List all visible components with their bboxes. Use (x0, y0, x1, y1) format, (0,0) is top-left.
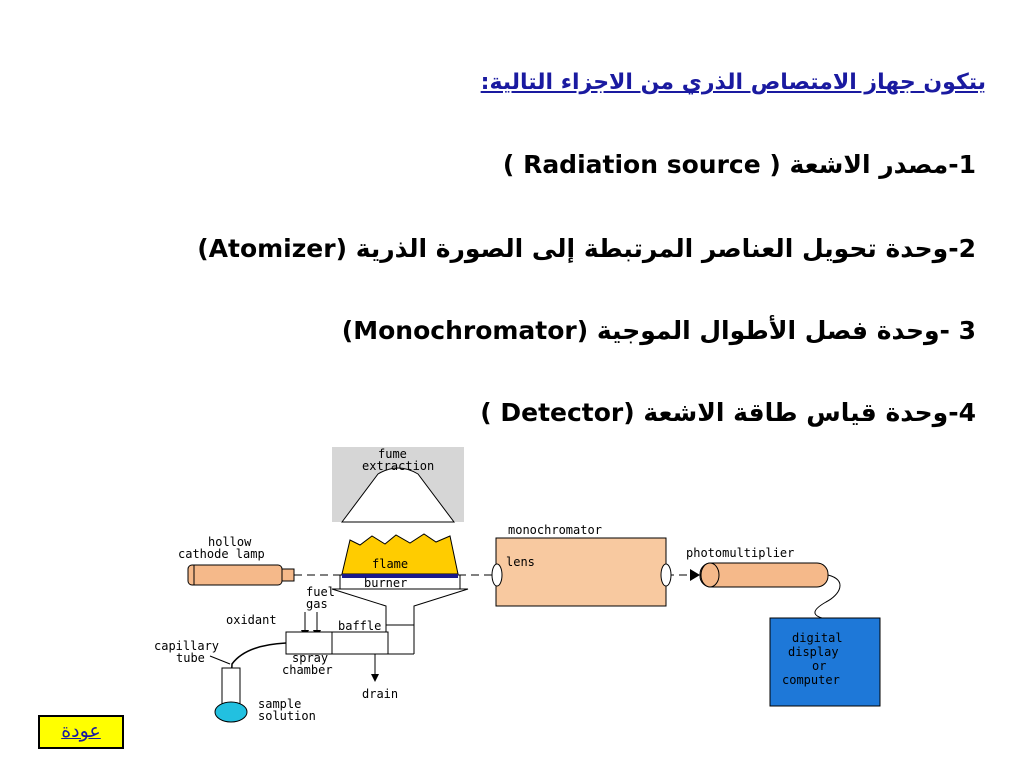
hollow-cathode-lamp (187, 564, 283, 586)
fuel-label-1: fuel (306, 585, 335, 599)
component-item-radiation-source: 1-مصدر الاشعة ( Radiation source ) (502, 150, 976, 179)
sample-vial (214, 701, 248, 723)
flame-shape (341, 533, 459, 575)
fume-label-2b: extraction (362, 459, 434, 473)
display-label-4: computer (782, 673, 840, 687)
oxidant-label: oxidant (226, 613, 277, 627)
burner-slot (342, 574, 458, 578)
capillary-pointer (209, 655, 231, 665)
lens-label: lens (506, 555, 535, 569)
fume-label-1: fume (378, 447, 407, 461)
page-heading: يتكون جهاز الامتصاص الذري من الاجزاء الت… (480, 70, 986, 95)
drain-arrow (371, 674, 379, 682)
capillary-label-2: tube (176, 651, 205, 665)
fuel-label-2: gas (306, 597, 328, 611)
capillary-tube (229, 642, 287, 713)
entrance-lens (491, 563, 503, 587)
component-item-atomizer: 2-وحدة تحويل العناصر المرتبطة إلى الصورة… (197, 234, 976, 263)
display-label-3: or (812, 659, 826, 673)
lamp-window (281, 568, 295, 582)
photomultiplier-window (700, 562, 720, 588)
sample-label-2: solution (258, 709, 316, 723)
optical-arrow-head (690, 569, 700, 581)
spray-label-2: chamber (282, 663, 333, 677)
baffle-label: baffle (338, 619, 381, 633)
display-label-2: display (788, 645, 839, 659)
exit-lens (660, 563, 672, 587)
component-item-monochromator: 3 -وحدة فصل الأطوال الموجية (Monochromat… (341, 316, 976, 345)
flame-label: flame (372, 557, 408, 571)
back-button[interactable]: عودة (38, 715, 124, 749)
monochromator-box (495, 537, 667, 607)
digital-display-box (769, 617, 881, 707)
burner-label: burner (364, 576, 407, 590)
lamp-label-2: cathode lamp (178, 547, 265, 561)
fume-hood-cone (341, 467, 455, 523)
component-item-detector: 4-وحدة قياس طاقة الاشعة (Detector ) (480, 398, 976, 427)
signal-cable (814, 574, 841, 619)
photomultiplier-label: photomultiplier (686, 546, 794, 560)
display-label-1: digital (792, 631, 843, 645)
drain-label: drain (362, 687, 398, 701)
lamp-label-1: hollow (208, 535, 252, 549)
monochromator-label: monochromator (508, 523, 602, 537)
sample-label-1: sample (258, 697, 301, 711)
capillary-label-1: capillary (154, 639, 219, 653)
spray-label-1: spray (292, 651, 328, 665)
